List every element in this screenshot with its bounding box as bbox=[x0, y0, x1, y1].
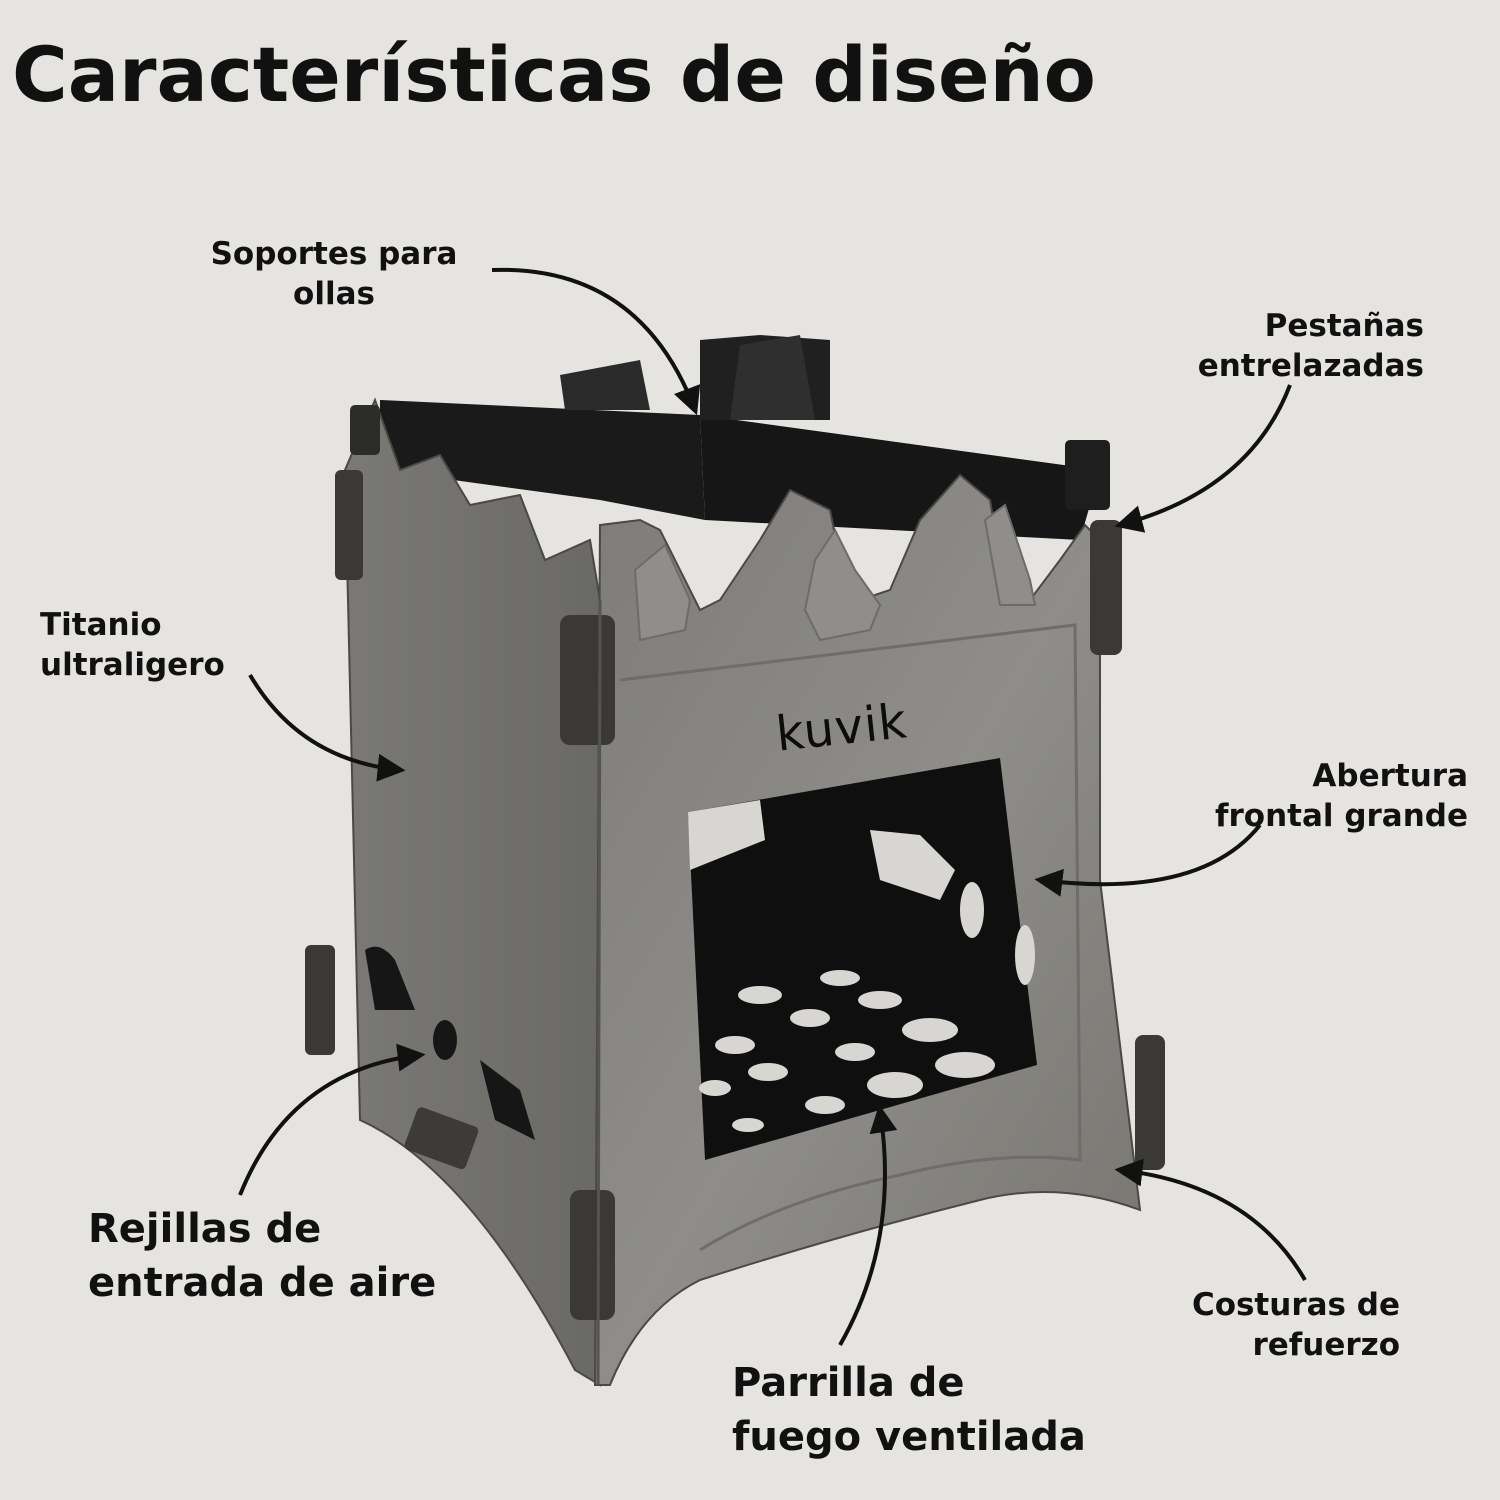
label-interlocking-tabs: Pestañas entrelazadas bbox=[1197, 308, 1424, 385]
arrow-pot-supports bbox=[491, 267, 701, 416]
arrow-air-vents bbox=[238, 1043, 426, 1196]
arrow-front-opening bbox=[1034, 823, 1262, 897]
label-seams: Costuras de refuerzo bbox=[1191, 1287, 1400, 1364]
label-titanium: Titanio ultraligero bbox=[40, 607, 225, 684]
stove-front-panel bbox=[560, 440, 1165, 1386]
label-grate: Parrilla de fuego ventilada bbox=[732, 1360, 1086, 1460]
label-pot-supports: Soportes para ollas bbox=[210, 236, 458, 313]
callout-arrows bbox=[238, 267, 1307, 1346]
label-front-opening: Abertura frontal grande bbox=[1215, 758, 1468, 835]
arrow-interlocking-tabs bbox=[1114, 384, 1292, 533]
label-air-vents: Rejillas de entrada de aire bbox=[88, 1206, 437, 1306]
page-title: Características de diseño bbox=[12, 30, 1096, 119]
arrow-titanium bbox=[248, 673, 406, 782]
grate-holes bbox=[699, 970, 995, 1132]
arrow-seams bbox=[1114, 1158, 1307, 1282]
stove-left-panel bbox=[305, 397, 601, 1387]
arrow-grate bbox=[838, 1104, 898, 1346]
